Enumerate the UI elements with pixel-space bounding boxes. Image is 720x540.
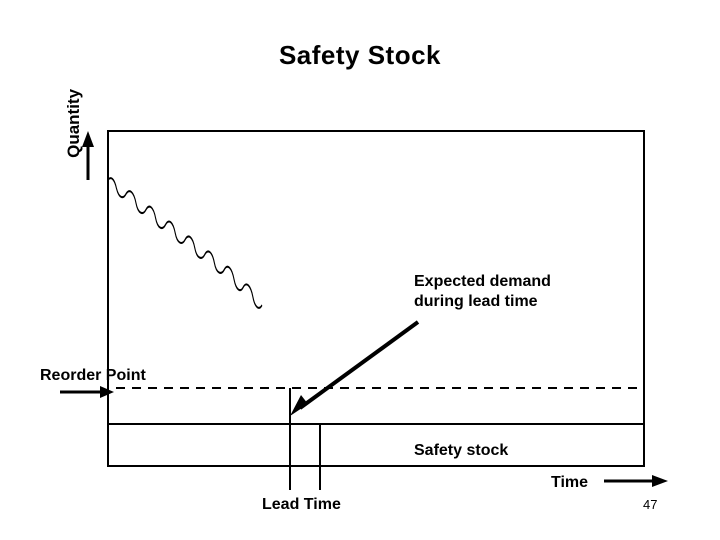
page-number: 47 — [643, 497, 658, 512]
time-axis-arrow — [604, 475, 668, 487]
demand-curve — [107, 177, 263, 309]
expected-demand-label: Expected demand during lead time — [414, 273, 551, 310]
y-axis-label-text: Quantity — [64, 88, 83, 158]
quantity-axis-arrow — [82, 131, 94, 180]
lead-time-label: Lead Time — [262, 496, 341, 513]
reorder-point-label: Reorder Point — [40, 367, 146, 384]
y-axis-label: Quantity — [64, 20, 84, 158]
expected-demand-arrow — [290, 320, 420, 416]
page-title: Safety Stock — [278, 40, 442, 70]
chart-frame — [107, 130, 645, 467]
reorder-point-arrow — [60, 386, 114, 398]
x-axis-label: Time — [551, 474, 589, 491]
safety-stock-label: Safety stock — [414, 442, 509, 459]
